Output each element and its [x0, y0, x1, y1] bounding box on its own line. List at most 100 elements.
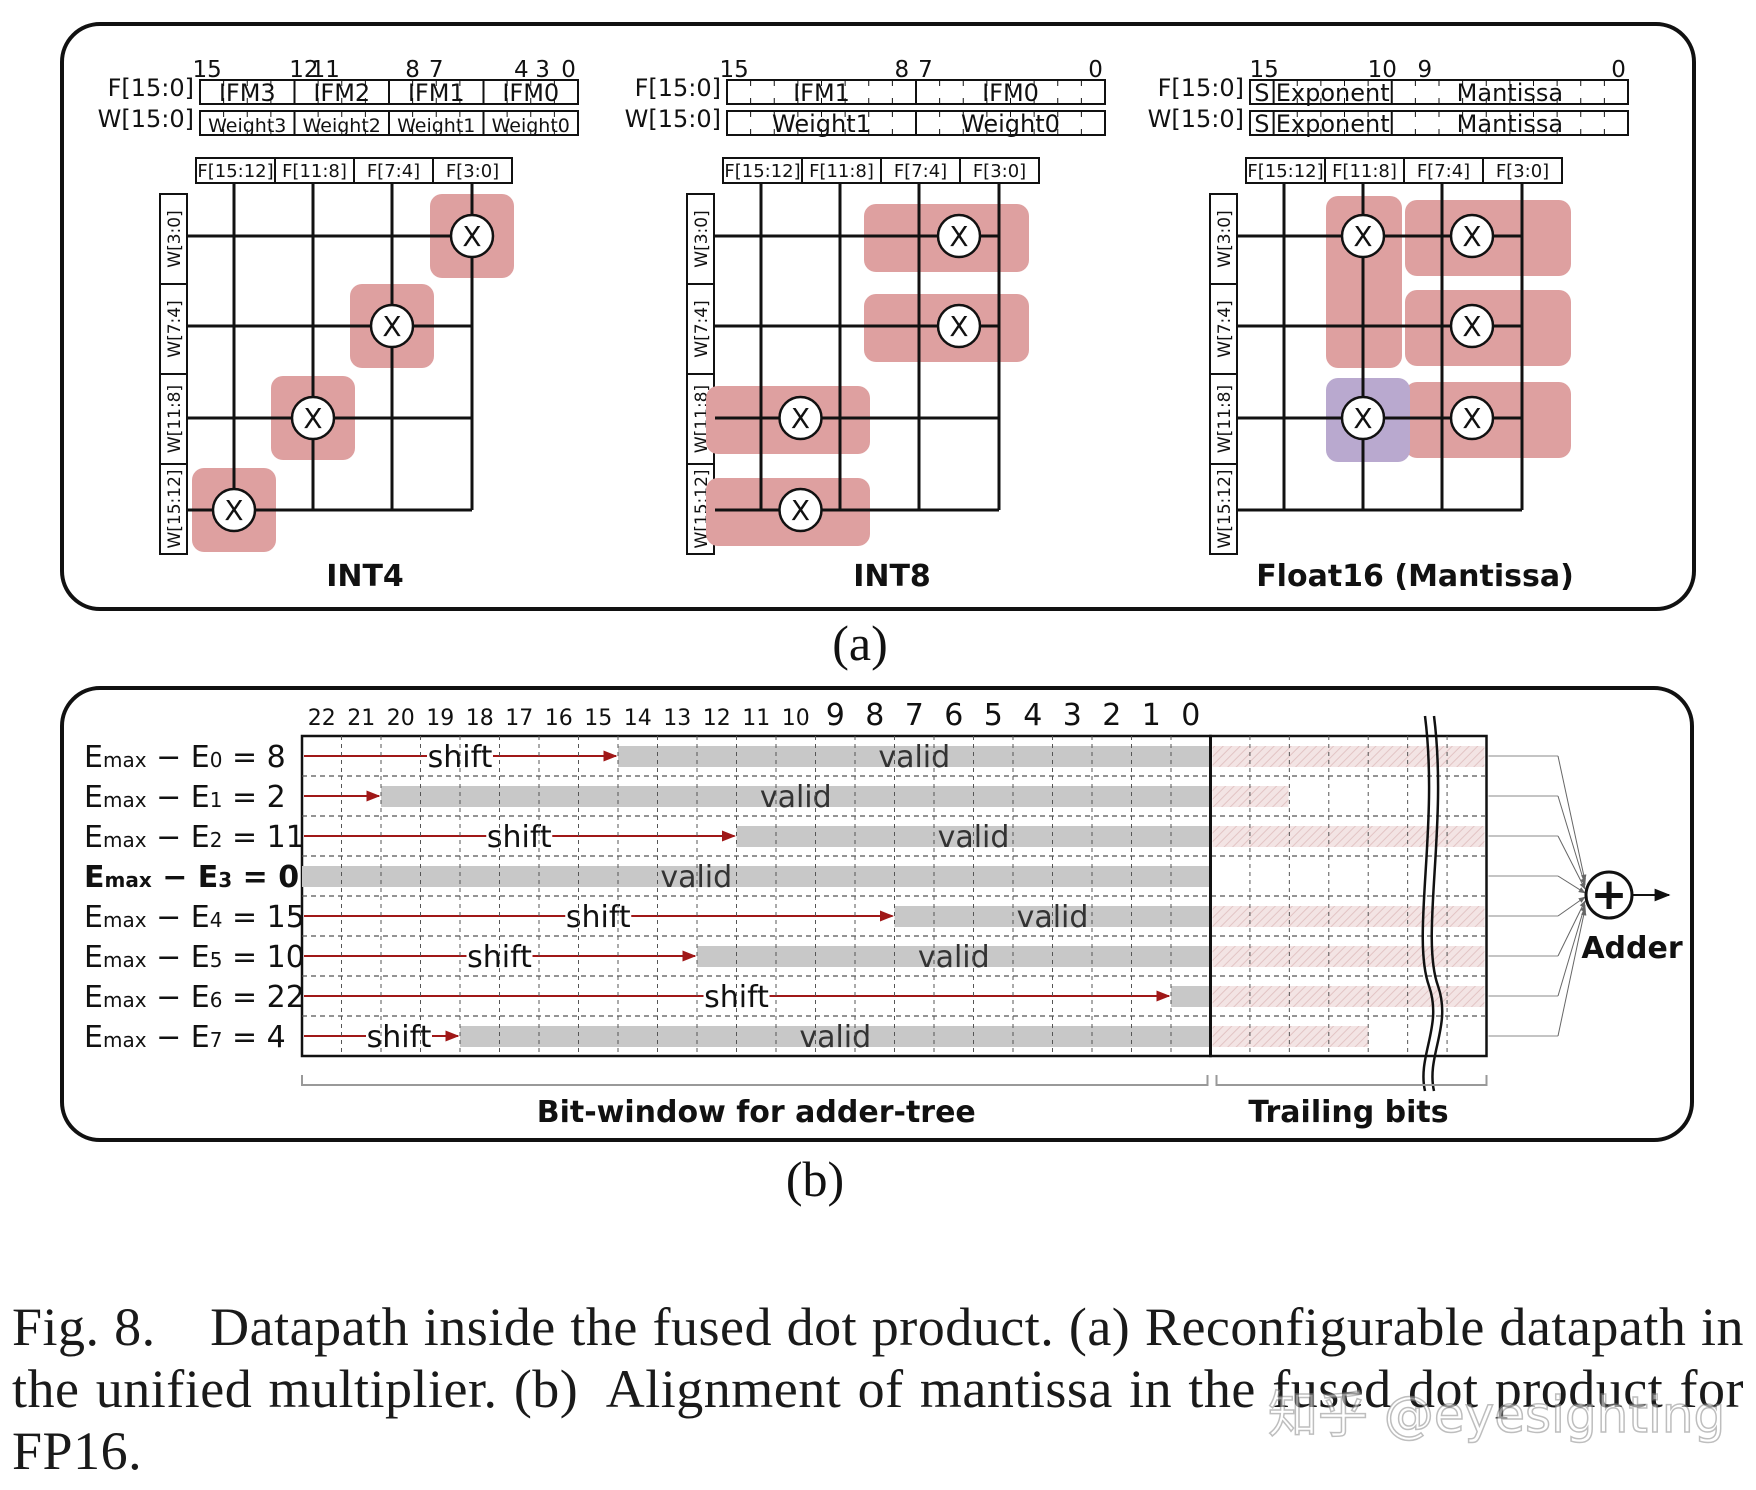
figure-caption: Fig. 8. Datapath inside the fused dot pr… — [12, 1297, 1744, 1481]
bit-number: 8 — [895, 57, 910, 83]
row-label: W[7:4] — [1215, 300, 1235, 357]
exponent-diff-index: 4 — [210, 908, 223, 932]
bit-position-label: 15 — [584, 706, 612, 731]
multiplier-circle — [778, 487, 823, 533]
figure-canvas: F[15:0]W[15:0]IFM3Weight3IFM2Weight2IFM1… — [60, 22, 1696, 1207]
subpanel-int4: F[15:0]W[15:0]IFM3Weight3IFM2Weight2IFM1… — [98, 57, 579, 594]
f-field-name: Mantissa — [1457, 79, 1563, 107]
exponent-diff-prefix: E — [84, 860, 105, 895]
bit-number: 15 — [192, 57, 221, 83]
shift-label-bg — [486, 820, 553, 852]
adder-input-arrow — [1557, 875, 1586, 894]
exponent-diff-index: 1 — [210, 788, 223, 812]
col-label: F[11:8] — [282, 161, 347, 182]
trailing-bits-bracket — [1215, 1075, 1488, 1086]
exponent-diff-sub: max — [105, 868, 152, 892]
exponent-diff-minus: − E — [147, 940, 210, 975]
f-field-name: IFM1 — [408, 79, 465, 107]
w-field-name: Weight0 — [492, 115, 570, 137]
field-row-label-w: W[15:0] — [98, 105, 194, 133]
multiplier-symbol: X — [382, 310, 401, 343]
bit-window-caption: Bit-window for adder-tree — [537, 1095, 976, 1130]
bit-position-label: 12 — [703, 706, 731, 731]
bit-number: 8 — [405, 57, 420, 83]
valid-label: valid — [918, 940, 990, 975]
exponent-diff-minus: − E — [147, 1020, 210, 1055]
exponent-diff-prefix: E — [84, 940, 103, 975]
f-field-name: IFM3 — [219, 79, 276, 107]
adder-input-arrow — [1557, 908, 1587, 1037]
exponent-diff-prefix: E — [84, 980, 103, 1015]
bit-number: 10 — [1368, 57, 1397, 83]
exponent-diff-value: = 0 — [232, 860, 299, 895]
exponent-diff-value: = 11 — [222, 820, 304, 855]
row-label: W[15:12] — [1215, 469, 1235, 548]
subpanel-float16-mantissa-: F[15:0]W[15:0]SSExponentExponentMantissa… — [1148, 57, 1629, 594]
multiplier-circle — [449, 213, 495, 259]
bit-number: 12 — [289, 57, 318, 83]
multiplier-circle — [1449, 303, 1495, 349]
row-label: W[11:8] — [165, 385, 185, 453]
exponent-diff-label: Emax − E2 = 11 — [84, 820, 305, 855]
trailing-bits-caption: Trailing bits — [1248, 1095, 1448, 1130]
f-field-name: IFM0 — [982, 79, 1039, 107]
exponent-diff-sub: max — [103, 828, 147, 852]
exponent-diff-index: 0 — [210, 748, 223, 772]
multiplier-circle — [211, 487, 257, 533]
multiplier-circle — [1449, 395, 1495, 441]
multiplier-circle — [369, 303, 415, 349]
exponent-diff-label: Emax − E1 = 2 — [84, 780, 286, 815]
valid-label: valid — [760, 780, 832, 815]
f-field-name: S — [1254, 79, 1269, 107]
bit-number: 15 — [1250, 57, 1279, 83]
multiplier-circle — [936, 303, 982, 349]
shift-label: shift — [566, 900, 631, 935]
w-field-name: Weight3 — [208, 115, 286, 137]
exponent-diff-minus: − E — [147, 780, 210, 815]
bit-number: 9 — [1418, 57, 1433, 83]
w-field-name: Weight1 — [397, 115, 475, 137]
bit-number: 0 — [1088, 57, 1103, 83]
exponent-diff-label: Emax − E5 = 10 — [84, 940, 305, 975]
col-label: F[15:12] — [1247, 161, 1323, 182]
bit-position-label: 2 — [1102, 698, 1121, 733]
col-label: F[7:4] — [1417, 161, 1470, 182]
col-label-box — [801, 157, 882, 184]
adder-input-arrow — [1557, 904, 1586, 997]
exponent-diff-minus: − E — [147, 820, 210, 855]
row-label: W[3:0] — [165, 210, 185, 267]
adder-label: Adder — [1581, 931, 1683, 966]
bit-position-label: 10 — [782, 706, 810, 731]
f-field-name: IFM1 — [793, 79, 850, 107]
break-mark — [1430, 715, 1444, 1092]
col-label: F[3:0] — [446, 161, 499, 182]
bit-position-label: 8 — [865, 698, 884, 733]
valid-bar — [460, 1026, 1211, 1047]
w-field-name: Weight0 — [961, 110, 1060, 138]
row-label: W[11:8] — [1215, 385, 1235, 453]
adder-plus-icon: + — [1591, 869, 1628, 920]
trailing-bits-bar — [1212, 786, 1289, 807]
exponent-diff-index: 7 — [210, 1028, 223, 1052]
multiplier-circle — [290, 395, 336, 441]
w-field-name: Exponent — [1276, 110, 1390, 138]
bit-position-label: 17 — [505, 706, 533, 731]
exponent-diff-value: = 15 — [222, 900, 304, 935]
bit-position-label: 22 — [308, 706, 336, 731]
exponent-diff-sub: max — [103, 788, 147, 812]
exponent-diff-prefix: E — [84, 1020, 103, 1055]
bit-number: 15 — [719, 57, 748, 83]
bit-position-label: 19 — [426, 706, 454, 731]
shift-label: shift — [367, 1020, 432, 1055]
trailing-bits-bar — [1212, 1026, 1369, 1047]
exponent-diff-minus: − E — [152, 860, 219, 895]
bit-position-label: 11 — [742, 706, 770, 731]
bit-number: 7 — [918, 57, 933, 83]
adder-input-arrow — [1557, 896, 1586, 917]
bit-position-label: 1 — [1142, 698, 1161, 733]
exponent-diff-sub: max — [103, 748, 147, 772]
multiplier-circle — [1340, 395, 1386, 441]
exponent-diff-value: = 22 — [222, 980, 304, 1015]
